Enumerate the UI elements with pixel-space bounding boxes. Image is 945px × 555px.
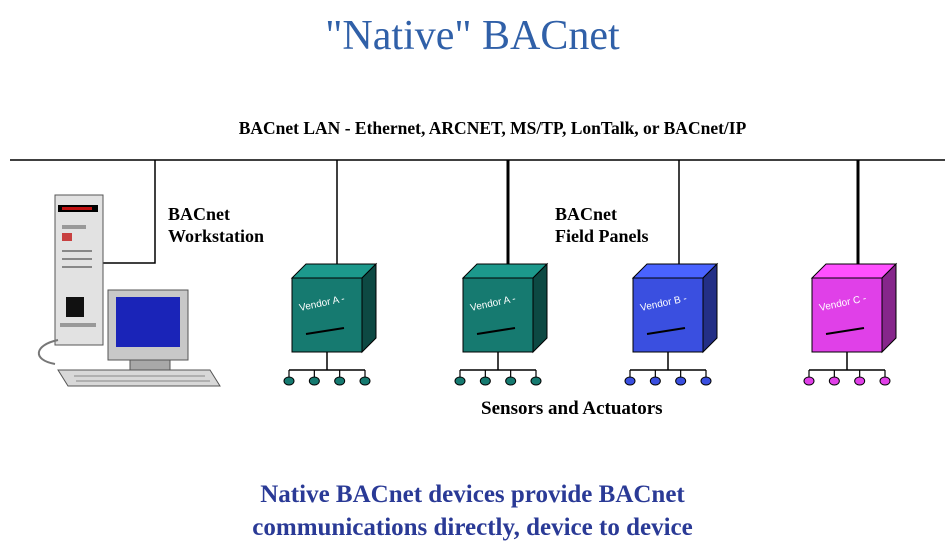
- field-panels-label-line2: Field Panels: [555, 226, 649, 246]
- sensor-icon: [700, 376, 712, 386]
- panel-side-face: [532, 262, 548, 354]
- panel-side-face: [702, 262, 718, 354]
- workstation-label: BACnet Workstation: [168, 203, 264, 247]
- panel-front-face: [632, 277, 704, 353]
- field-panels-label-line1: BACnet: [555, 204, 617, 224]
- sensors-actuators-label: Sensors and Actuators: [481, 398, 663, 419]
- panel-slot: [825, 327, 865, 335]
- field-panel-2: Vendor A -: [454, 262, 549, 386]
- lan-label: BACnet LAN - Ethernet, ARCNET, MS/TP, Lo…: [238, 118, 747, 138]
- sensor-icon: [334, 376, 346, 386]
- sensor-icon: [454, 376, 466, 386]
- sensor-icon: [803, 376, 815, 386]
- field-panels-label: BACnet Field Panels: [555, 203, 649, 247]
- sensor-icon: [359, 376, 371, 386]
- field-panel-1: Vendor A -: [283, 262, 378, 386]
- sensor-icon: [283, 376, 295, 386]
- sensor-icon: [624, 376, 636, 386]
- panel-front-face: [291, 277, 363, 353]
- sensor-icon: [479, 376, 491, 386]
- workstation-label-line1: BACnet: [168, 204, 230, 224]
- panel-front-face: [811, 277, 883, 353]
- panel-side-face: [361, 262, 377, 354]
- caption-line1: Native BACnet devices provide BACnet: [260, 481, 685, 508]
- workstation-computer-icon: [37, 194, 221, 387]
- sensor-icon: [675, 376, 687, 386]
- field-panel-3: Vendor B -: [624, 262, 719, 386]
- caption: Native BACnet devices provide BACnet com…: [0, 478, 945, 544]
- caption-line2: communications directly, device to devic…: [252, 514, 693, 541]
- diagram-title: "Native" BACnet: [325, 13, 620, 59]
- sensor-icon: [828, 376, 840, 386]
- field-panel-4: Vendor C -: [803, 262, 898, 386]
- sensor-icon: [530, 376, 542, 386]
- sensor-icon: [505, 376, 517, 386]
- panel-slot: [305, 327, 345, 335]
- panel-front-face: [462, 277, 534, 353]
- field-panels: Vendor A - Vendor A - Vendor B - Vendor C -: [283, 262, 898, 386]
- panel-slot: [646, 327, 686, 335]
- sensor-icon: [649, 376, 661, 386]
- panel-slot: [476, 327, 516, 335]
- panel-side-face: [881, 262, 897, 354]
- workstation-label-line2: Workstation: [168, 226, 265, 246]
- sensor-icon: [308, 376, 320, 386]
- sensor-icon: [879, 376, 891, 386]
- sensor-icon: [854, 376, 866, 386]
- workstation-drop-line: [100, 160, 156, 264]
